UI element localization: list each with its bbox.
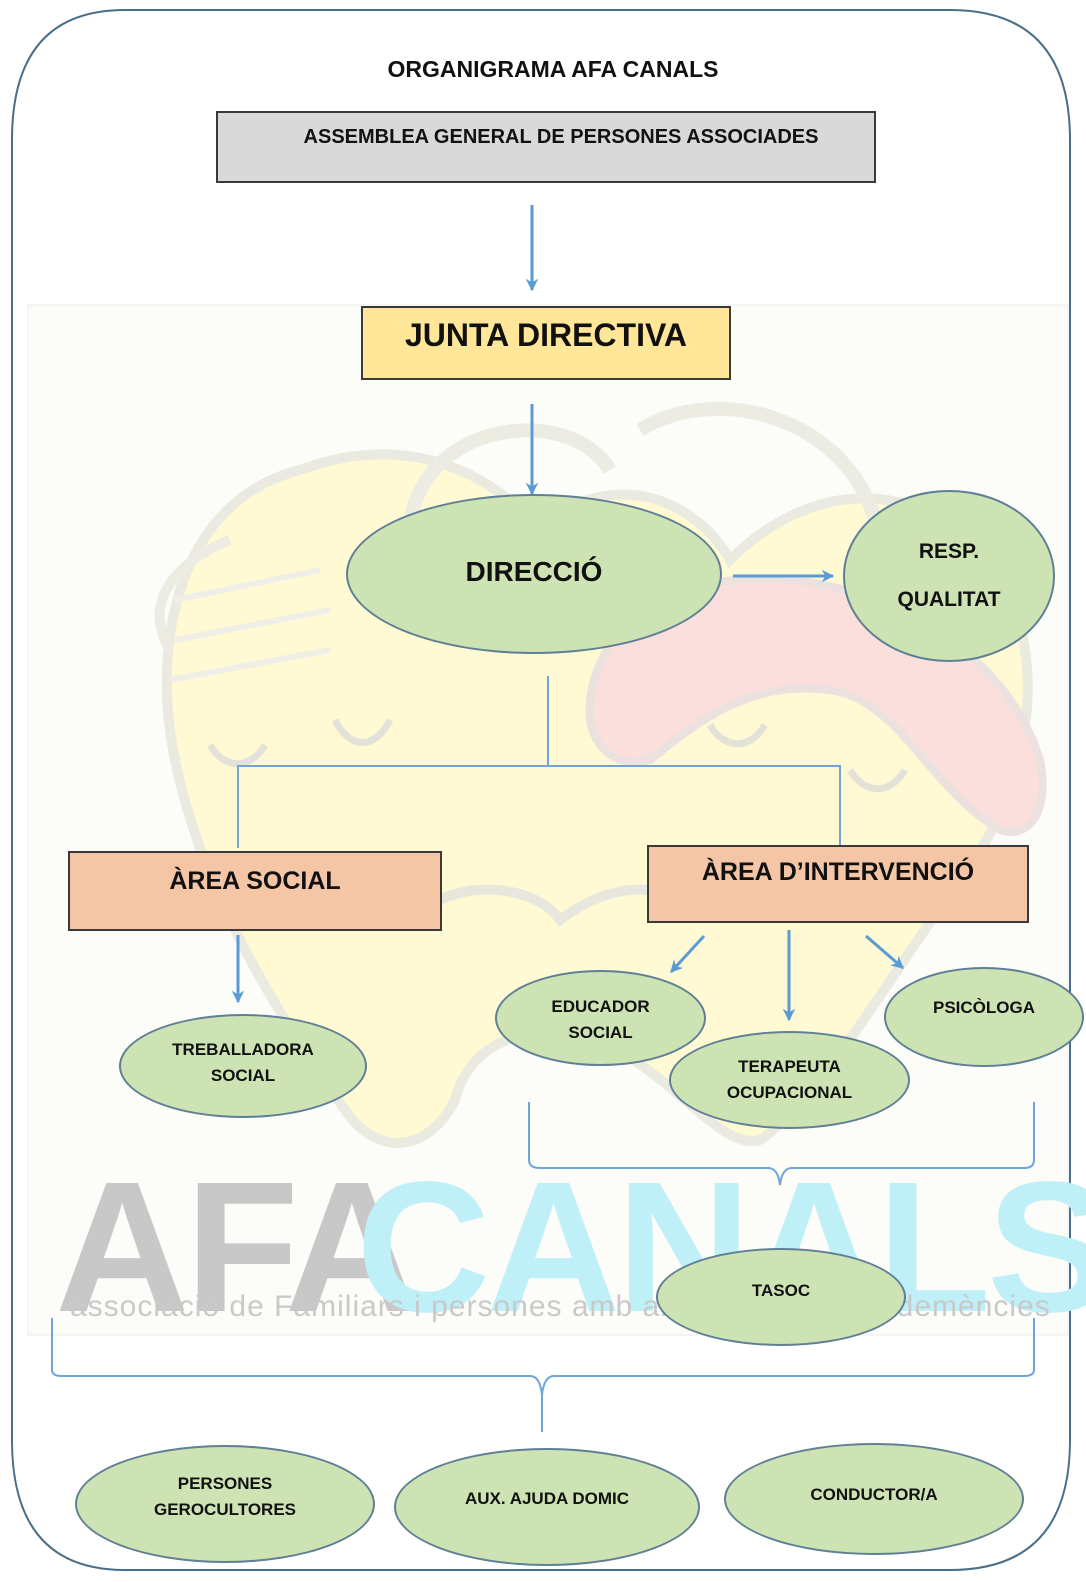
arrow-intervencio-educador: [669, 934, 706, 974]
node-direccio-label: DIRECCIÓ: [465, 556, 603, 588]
node-terapeuta: [669, 1031, 910, 1129]
node-gerocultores: [75, 1445, 375, 1563]
chart-title: ORGANIGRAMA AFA CANALS: [387, 56, 719, 83]
node-direccio: [346, 494, 722, 654]
brace-tasoc: [528, 1102, 1035, 1186]
outer-frame: [11, 9, 1071, 1571]
node-tasoc-label: TASOC: [751, 1280, 811, 1300]
node-conductor-label: CONDUCTOR/A: [810, 1484, 938, 1504]
node-terapeuta-label: TERAPEUTA OCUPACIONAL: [726, 1056, 853, 1102]
node-aux-label: AUX. AJUDA DOMIC: [464, 1488, 630, 1508]
node-conductor: [724, 1443, 1024, 1555]
node-treballadora-label: TREBALLADORA SOCIAL: [172, 1039, 314, 1085]
node-tasoc: [656, 1248, 906, 1346]
node-area-intervencio-label: ÀREA D’INTERVENCIÓ: [701, 857, 975, 886]
watermark-afa: AFA: [55, 1144, 419, 1351]
node-aux: [394, 1448, 700, 1566]
node-assemblea-label: ASSEMBLEA GENERAL DE PERSONES ASSOCIADES: [303, 125, 819, 148]
connector-area-bar: [237, 765, 841, 848]
node-treballadora: [119, 1014, 367, 1118]
node-psicologa-label: PSICÒLOGA: [932, 997, 1035, 1017]
node-area-social-label: ÀREA SOCIAL: [169, 866, 341, 895]
node-educador: [495, 970, 706, 1066]
node-gerocultores-label: PERSONES GEROCULTORES: [154, 1473, 296, 1519]
watermark-illustration: [27, 304, 1069, 1336]
node-area-intervencio: [647, 845, 1029, 923]
node-assemblea: [216, 111, 876, 183]
node-qualitat-label: RESP. QUALITAT: [897, 539, 1001, 611]
node-area-social: [68, 851, 442, 931]
node-educador-label: EDUCADOR SOCIAL: [551, 996, 650, 1042]
node-junta-label: JUNTA DIRECTIVA: [404, 317, 688, 354]
node-psicologa: [884, 967, 1084, 1067]
node-junta: [361, 306, 731, 380]
node-qualitat: [843, 490, 1055, 662]
arrow-intervencio-psicologa: [865, 934, 904, 970]
